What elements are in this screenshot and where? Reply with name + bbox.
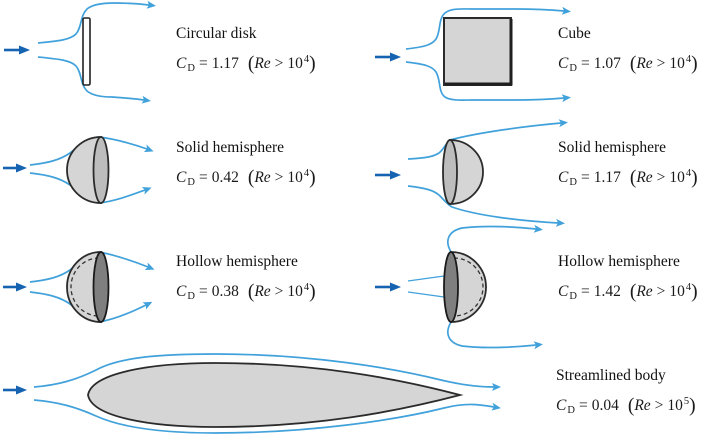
- hollow-rim-face: [443, 251, 459, 323]
- flow-arrow-icon: [375, 282, 401, 292]
- flow-arrow-icon: [4, 45, 30, 55]
- flow-arrow-icon: [3, 163, 27, 173]
- solid-hemisphere-curved-upstream-figure: [3, 136, 154, 204]
- flow-arrow-icon: [3, 282, 27, 292]
- drag-coefficient-equation: CD=1.07(Re>104): [558, 53, 698, 75]
- label-circular-disk: Circular disk CD=1.17(Re>104): [176, 24, 316, 78]
- drag-coefficient-equation: CD=1.42(Re>104): [558, 281, 698, 303]
- cube-shade-edge: [445, 19, 513, 86]
- hemisphere-flat-face: [442, 139, 458, 205]
- panel-title: Streamlined body: [556, 367, 666, 384]
- inflow-line-lower: [407, 291, 445, 298]
- hemisphere-dome-shape: [66, 251, 102, 323]
- hollow-interior-dashed-line: [453, 257, 484, 317]
- label-hollow-hemisphere-open-upstream: Hollow hemisphere CD=1.42(Re>104): [558, 252, 698, 306]
- drag-coefficient-equation: CD=1.17(Re>104): [176, 53, 316, 75]
- label-solid-hemisphere-flat-upstream: Solid hemisphere CD=1.17(Re>104): [558, 138, 698, 192]
- label-cube: Cube CD=1.07(Re>104): [558, 24, 698, 78]
- hemisphere-dome-shape: [449, 139, 484, 205]
- drag-coefficient-equation: CD=1.17(Re>104): [558, 167, 698, 189]
- hollow-interior-dashed-line: [70, 257, 100, 317]
- streamline-upper: [33, 353, 501, 391]
- drag-coefficient-equation: CD=0.38(Re>104): [176, 281, 316, 303]
- flow-arrow-icon: [3, 385, 27, 395]
- panel-title: Hollow hemisphere: [558, 253, 680, 270]
- cube-shape: [443, 17, 512, 86]
- cube-figure: [375, 6, 571, 103]
- streamline-upper: [405, 6, 571, 50]
- drag-coefficient-equation: CD=0.04(Re>105): [556, 395, 696, 417]
- streamline-lower: [447, 321, 543, 350]
- streamline-upper: [37, 0, 156, 44]
- label-streamlined-body: Streamlined body CD=0.04(Re>105): [556, 366, 696, 420]
- panel-title: Cube: [558, 25, 591, 42]
- streamlined-body-figure: [3, 353, 501, 434]
- solid-hemisphere-flat-upstream-figure: [375, 119, 568, 227]
- hollow-hemisphere-open-upstream-figure: [375, 225, 543, 350]
- hollow-rim-face: [92, 251, 110, 323]
- panel-title: Circular disk: [176, 25, 257, 42]
- streamline-upper: [447, 225, 543, 253]
- streamline-lower: [405, 61, 571, 103]
- label-hollow-hemisphere-curved-upstream: Hollow hemisphere CD=0.38(Re>104): [176, 252, 316, 306]
- hollow-hemisphere-curved-upstream-figure: [3, 251, 155, 323]
- panel-title: Hollow hemisphere: [176, 253, 298, 270]
- streamline-lower: [33, 399, 501, 434]
- inflow-line-upper: [407, 275, 445, 282]
- drag-coefficient-equation: CD=0.42(Re>104): [176, 167, 316, 189]
- hemisphere-dome-shape: [66, 136, 102, 204]
- label-solid-hemisphere-curved-upstream: Solid hemisphere CD=0.42(Re>104): [176, 138, 316, 192]
- circular-disk-figure: [4, 0, 156, 104]
- flow-arrow-icon: [375, 170, 401, 180]
- streamline-lower: [407, 185, 565, 227]
- streamline-upper: [407, 119, 568, 160]
- circular-disk-shape: [82, 17, 91, 86]
- streamline-lower: [37, 56, 151, 104]
- hemisphere-flat-face: [92, 136, 110, 204]
- panel-title: Solid hemisphere: [558, 139, 667, 156]
- panel-title: Solid hemisphere: [176, 139, 285, 156]
- flow-arrow-icon: [375, 52, 401, 62]
- streamlined-body-shape: [87, 362, 464, 428]
